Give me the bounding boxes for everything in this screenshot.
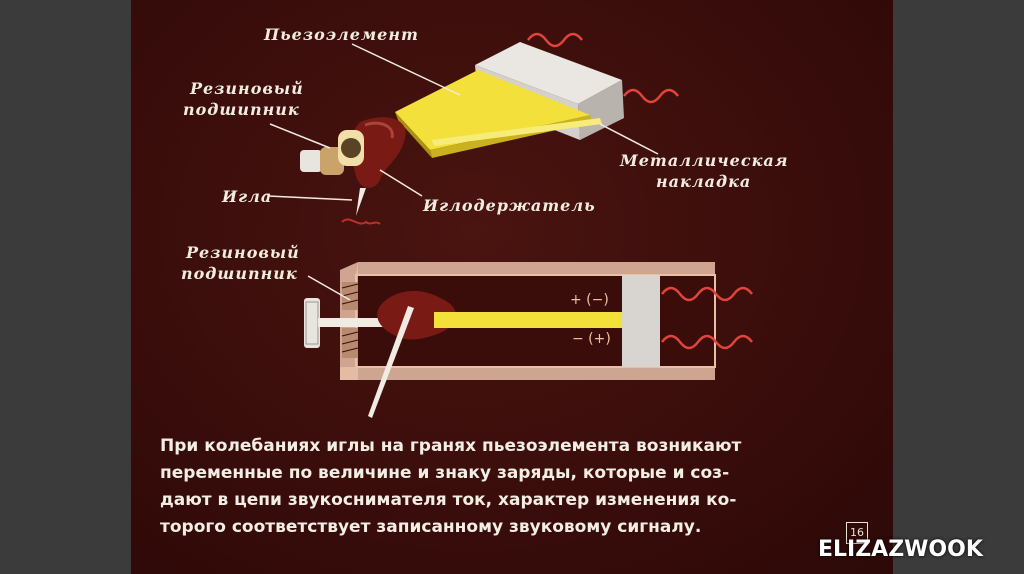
label-rubber-bearing-bottom-1: Резиновый — [186, 243, 300, 262]
signal-wave — [661, 286, 753, 302]
caption-text: При колебаниях иглы на гранях пьезоэлеме… — [160, 433, 866, 541]
signal-wave — [623, 88, 679, 104]
right-letterbox — [893, 0, 1024, 574]
leader-line — [351, 43, 461, 96]
leader-line — [269, 123, 331, 149]
page-number: 16 — [846, 522, 868, 544]
signal-wave — [527, 32, 583, 48]
cross-section — [304, 262, 716, 418]
label-rubber-bearing-top-2: подшипник — [183, 100, 300, 119]
metal-plate-strip — [432, 118, 602, 146]
watermark: ELIZAZWOOK — [818, 537, 983, 562]
label-needle: Игла — [222, 187, 273, 206]
needle-holder — [350, 117, 406, 188]
bearing-knob — [300, 130, 364, 175]
leader-line — [599, 123, 659, 155]
signal-wave — [661, 334, 753, 350]
label-rubber-bearing-bottom-2: подшипник — [181, 264, 298, 283]
left-letterbox — [0, 0, 131, 574]
leader-line — [307, 275, 351, 301]
label-piezo: Пьезоэлемент — [264, 25, 419, 44]
label-metal-plate-2: накладка — [656, 172, 752, 191]
caption-line: дают в цепи звукоснимателя ток, характер… — [160, 490, 737, 510]
label-needle-holder: Иглодержатель — [423, 196, 596, 215]
caption-line: переменные по величине и знаку заряды, к… — [160, 463, 730, 483]
charge-sign-bottom: − (+) — [572, 331, 611, 347]
needle-top — [356, 188, 366, 216]
caption-line: При колебаниях иглы на гранях пьезоэлеме… — [160, 436, 742, 456]
charge-sign-top: + (−) — [570, 292, 609, 308]
leader-line — [379, 169, 423, 197]
label-rubber-bearing-top-1: Резиновый — [190, 79, 304, 98]
caption-line: торого соответствует записанному звуково… — [160, 517, 702, 537]
leader-line — [267, 195, 353, 201]
label-metal-plate-1: Металлическая — [620, 151, 789, 170]
